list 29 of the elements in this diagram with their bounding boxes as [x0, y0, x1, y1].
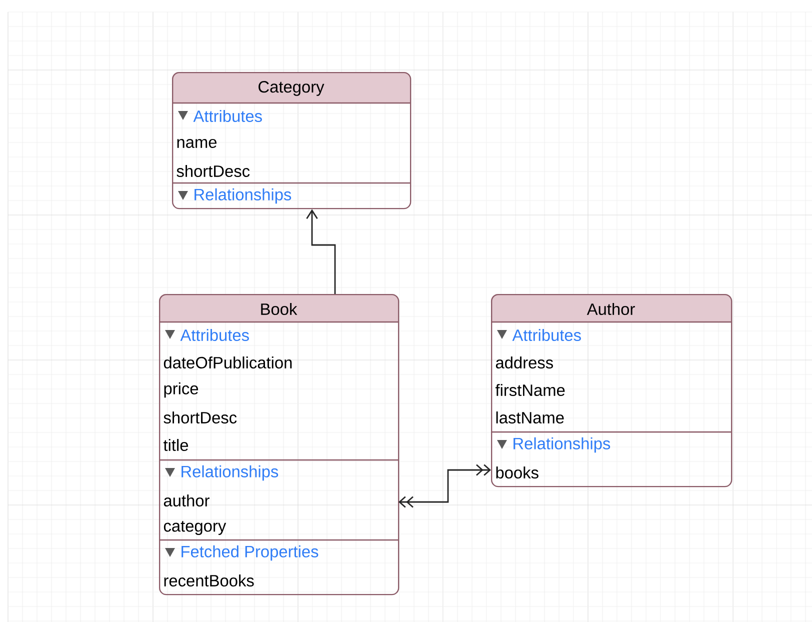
attribute-name: shortDesc [176, 164, 250, 178]
section-heading: Attributes [165, 328, 249, 342]
attribute-name: address [496, 356, 553, 369]
attribute-name: title [164, 438, 188, 452]
section-panel [172, 102, 410, 178]
section-panel [159, 539, 398, 587]
attribute-name: name [177, 139, 217, 148]
section-panel [159, 459, 398, 535]
attribute-name: lastName [496, 411, 564, 424]
section-panel [491, 431, 731, 479]
section-panel [172, 182, 410, 204]
section-heading: Fetched Properties [165, 545, 318, 561]
arrow [306, 209, 336, 294]
attribute-name: firstName [495, 384, 565, 396]
section-heading: Relationships [165, 465, 278, 481]
section-heading: Relationships [497, 437, 610, 453]
attribute-name: recentBooks [164, 574, 254, 587]
attribute-name: shortDesc [164, 411, 237, 424]
attribute-name: books [496, 466, 538, 479]
arrow [398, 464, 491, 508]
attribute-name: author [164, 494, 210, 507]
section-panel [159, 321, 398, 452]
attribute-name: price [164, 382, 198, 398]
section-heading: Attributes [178, 110, 262, 122]
section-heading: Relationships [178, 188, 292, 204]
attribute-name: category [164, 521, 226, 535]
section-heading: Attributes [497, 328, 581, 342]
attribute-name: dateOfPublication [164, 356, 292, 369]
section-panel [491, 321, 731, 424]
